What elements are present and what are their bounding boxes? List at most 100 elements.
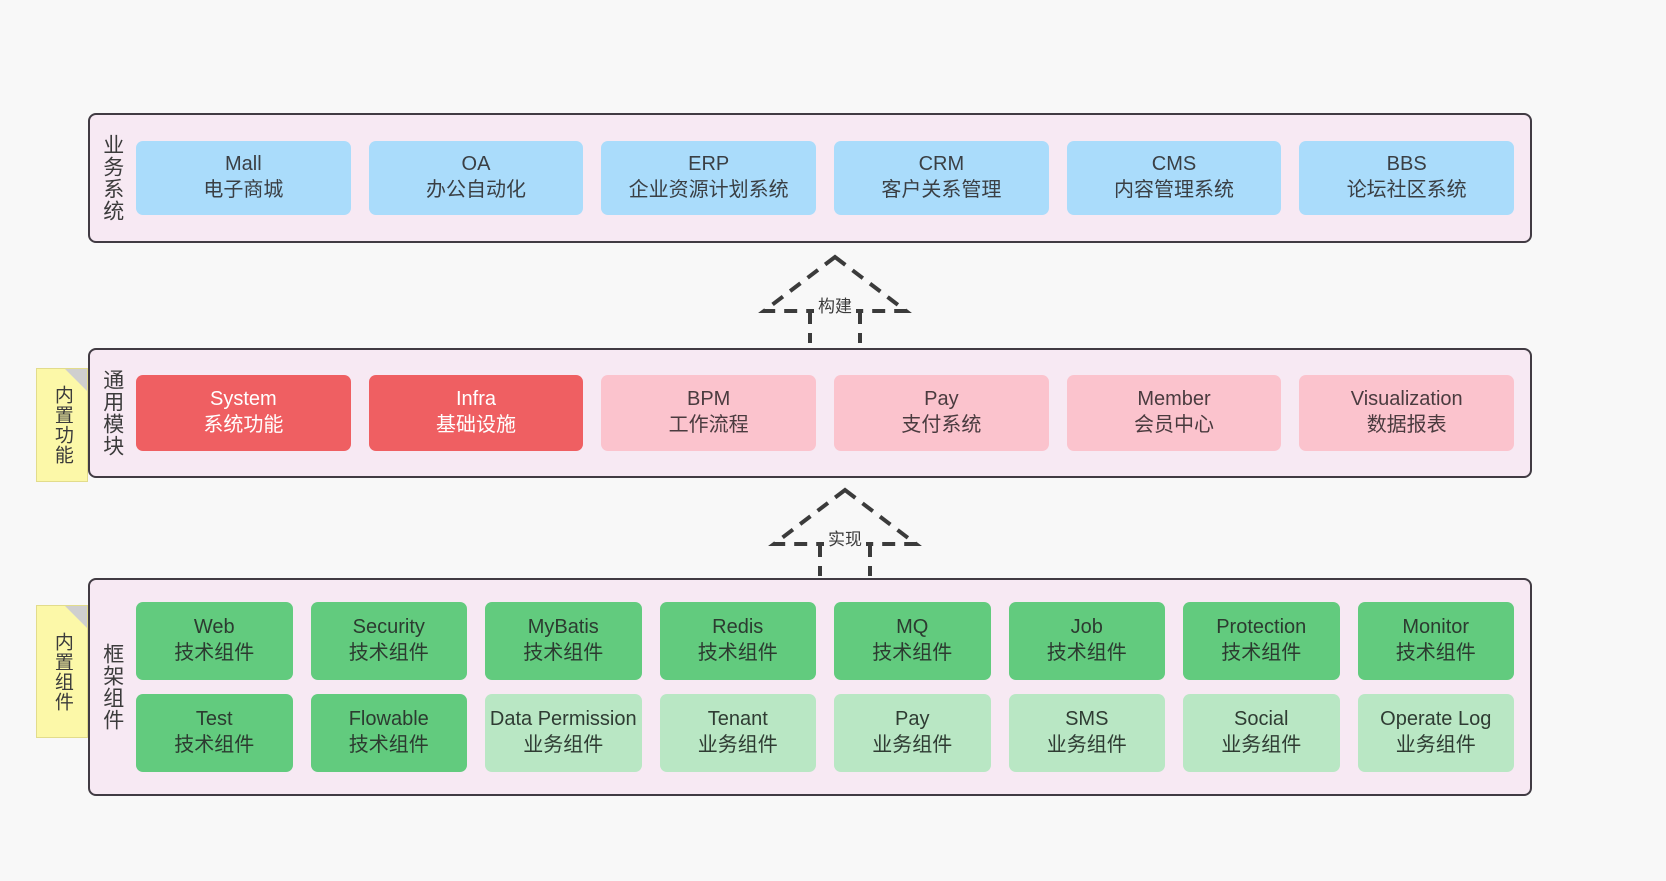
card-social[interactable]: Social 业务组件 (1183, 694, 1340, 772)
card-title: Infra (455, 388, 497, 411)
card-subtitle: 业务组件 (872, 734, 953, 756)
card-pay-business[interactable]: Pay 业务组件 (834, 694, 991, 772)
card-sms[interactable]: SMS 业务组件 (1008, 694, 1165, 772)
card-subtitle: 技术组件 (174, 642, 255, 664)
note-builtin-component-label: 内置组件 (51, 631, 73, 712)
connector-implement-label: 实现 (824, 524, 866, 551)
card-security[interactable]: Security 技术组件 (310, 602, 467, 680)
card-crm[interactable]: CRM 客户关系管理 (834, 141, 1049, 215)
card-subtitle: 业务组件 (523, 734, 604, 756)
card-mybatis[interactable]: MyBatis 技术组件 (485, 602, 642, 680)
card-title: MyBatis (527, 616, 599, 639)
card-web[interactable]: Web 技术组件 (136, 602, 293, 680)
card-row: System 系统功能 Infra 基础设施 BPM 工作流程 Pay 支付系统… (136, 375, 1515, 451)
card-title: Visualization (1350, 388, 1463, 411)
card-subtitle: 技术组件 (872, 642, 953, 664)
card-title: BBS (1386, 153, 1427, 176)
layer-common-module-body: System 系统功能 Infra 基础设施 BPM 工作流程 Pay 支付系统… (134, 350, 1530, 476)
card-title: Social (1234, 708, 1289, 731)
card-title: Tenant (707, 708, 768, 731)
card-subtitle: 业务组件 (697, 734, 778, 756)
card-flowable[interactable]: Flowable 技术组件 (310, 694, 467, 772)
card-subtitle: 基础设施 (436, 414, 516, 436)
connector-build-label: 构建 (814, 291, 856, 318)
card-subtitle: 业务组件 (1221, 734, 1302, 756)
card-title: ERP (688, 153, 730, 176)
card-title: Data Permission (489, 708, 637, 731)
card-pay[interactable]: Pay 支付系统 (834, 375, 1049, 451)
card-bpm[interactable]: BPM 工作流程 (601, 375, 817, 451)
card-subtitle: 办公自动化 (426, 179, 526, 201)
card-redis[interactable]: Redis 技术组件 (659, 602, 816, 680)
card-erp[interactable]: ERP 企业资源计划系统 (601, 141, 817, 215)
card-subtitle: 电子商城 (203, 179, 284, 201)
card-row: Web 技术组件 Security 技术组件 MyBatis 技术组件 Redi… (136, 602, 1514, 680)
card-subtitle: 企业资源计划系统 (628, 179, 789, 201)
card-subtitle: 技术组件 (348, 642, 429, 664)
layer-framework-component-label: 框架组件 (100, 643, 124, 731)
card-job[interactable]: Job 技术组件 (1008, 602, 1165, 680)
layer-business-system-label: 业务系统 (100, 134, 124, 222)
card-title: MQ (896, 616, 929, 639)
card-protection[interactable]: Protection 技术组件 (1183, 602, 1340, 680)
connector-build: 构建 (758, 253, 912, 343)
card-monitor[interactable]: Monitor 技术组件 (1357, 602, 1514, 680)
card-bbs[interactable]: BBS 论坛社区系统 (1299, 141, 1515, 215)
card-title: Redis (712, 616, 764, 639)
note-builtin-component: 内置组件 (36, 605, 88, 738)
card-title: Flowable (348, 708, 429, 731)
card-title: CRM (918, 153, 965, 176)
note-builtin-function-label: 内置功能 (51, 385, 73, 465)
card-subtitle: 技术组件 (1046, 642, 1127, 664)
note-builtin-function: 内置功能 (36, 368, 88, 482)
card-subtitle: 系统功能 (203, 414, 284, 436)
card-title: OA (461, 153, 491, 176)
card-system[interactable]: System 系统功能 (136, 375, 351, 451)
card-subtitle: 技术组件 (348, 734, 429, 756)
card-subtitle: 业务组件 (1046, 734, 1127, 756)
note-fold-icon (65, 606, 87, 628)
connector-implement: 实现 (768, 486, 922, 576)
card-title: Pay (895, 708, 930, 731)
card-subtitle: 客户关系管理 (881, 179, 1002, 201)
card-subtitle: 数据报表 (1366, 414, 1447, 436)
connector-stem (818, 544, 872, 576)
card-row: Mall 电子商城 OA 办公自动化 ERP 企业资源计划系统 CRM 客户关系… (136, 141, 1515, 215)
card-member[interactable]: Member 会员中心 (1066, 375, 1282, 451)
card-title: Web (193, 616, 235, 639)
connector-stem (808, 311, 862, 343)
card-subtitle: 技术组件 (1221, 642, 1302, 664)
layer-business-system: 业务系统 Mall 电子商城 OA 办公自动化 ERP 企业资源计划系统 CRM… (88, 113, 1532, 243)
card-operate-log[interactable]: Operate Log 业务组件 (1357, 694, 1514, 772)
card-subtitle: 技术组件 (174, 734, 255, 756)
card-title: BPM (687, 388, 731, 411)
layer-business-system-body: Mall 电子商城 OA 办公自动化 ERP 企业资源计划系统 CRM 客户关系… (134, 115, 1530, 241)
card-subtitle: 技术组件 (1395, 642, 1476, 664)
card-subtitle: 工作流程 (668, 414, 749, 436)
card-tenant[interactable]: Tenant 业务组件 (659, 694, 816, 772)
card-infra[interactable]: Infra 基础设施 (368, 375, 584, 451)
layer-common-module: 通用模块 System 系统功能 Infra 基础设施 BPM 工作流程 Pay… (88, 348, 1532, 478)
card-subtitle: 论坛社区系统 (1346, 179, 1467, 201)
card-mall[interactable]: Mall 电子商城 (136, 141, 351, 215)
card-title: Protection (1216, 616, 1307, 639)
card-cms[interactable]: CMS 内容管理系统 (1066, 141, 1282, 215)
layer-framework-component-body: Web 技术组件 Security 技术组件 MyBatis 技术组件 Redi… (134, 580, 1530, 794)
card-data-permission[interactable]: Data Permission 业务组件 (485, 694, 642, 772)
card-mq[interactable]: MQ 技术组件 (834, 602, 991, 680)
card-oa[interactable]: OA 办公自动化 (368, 141, 584, 215)
card-visualization[interactable]: Visualization 数据报表 (1299, 375, 1515, 451)
card-title: Mall (225, 153, 262, 176)
card-subtitle: 技术组件 (523, 642, 604, 664)
card-subtitle: 会员中心 (1134, 414, 1215, 436)
card-test[interactable]: Test 技术组件 (136, 694, 293, 772)
card-title: Pay (924, 388, 959, 411)
card-title: Security (352, 616, 425, 639)
card-title: CMS (1151, 153, 1197, 176)
layer-framework-component: 框架组件 Web 技术组件 Security 技术组件 MyBatis 技术组件… (88, 578, 1532, 796)
card-subtitle: 内容管理系统 (1114, 179, 1235, 201)
card-title: Monitor (1402, 616, 1470, 639)
card-subtitle: 支付系统 (901, 414, 982, 436)
card-title: SMS (1065, 708, 1109, 731)
